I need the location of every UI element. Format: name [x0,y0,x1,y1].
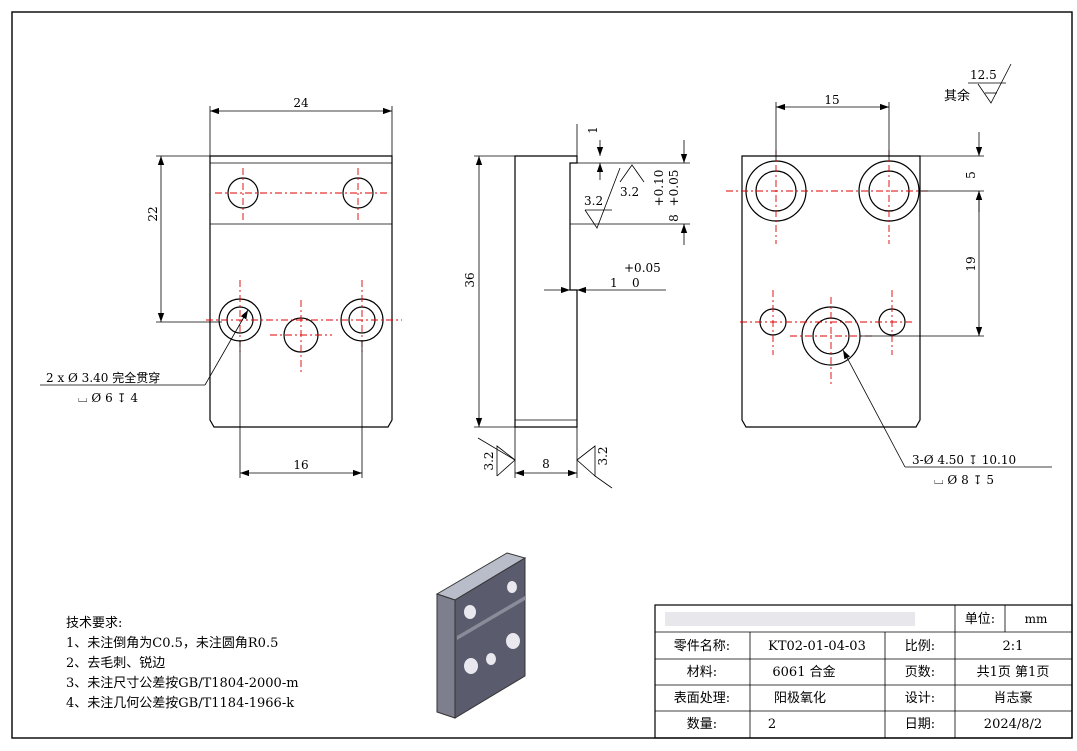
notes-item-3: 3、未注尺寸公差按GB/T1804-2000-m [66,676,299,691]
front-view-outline [209,155,393,428]
side-dim-height: 36 [463,272,477,287]
rough-label-rest: 其余 [944,88,970,104]
right-hole-callout-1: 3-Ø 4.50 ↧ 10.10 [912,453,1016,467]
side-step-zero: 0 [632,276,640,290]
unit-value: mm [1025,612,1048,626]
side-step-dim: 1 [610,276,618,290]
design-label: 设计: [905,691,935,706]
side-tol-upper: +0.10 [652,170,666,207]
side-dim-width: 8 [542,457,550,471]
iso-side-face [436,593,456,719]
side-tol-lower: +0.05 [667,170,681,207]
side-rough-1: 3.2 [584,194,603,208]
technical-notes: 技术要求: 1、未注倒角为C0.5，未注圆角R0.5 2、去毛刺、锐边 3、未注… [66,616,299,711]
design-value: 肖志豪 [993,690,1032,706]
notes-item-2: 2、去毛刺、锐边 [66,656,165,671]
side-dim-top: 1 [586,126,600,134]
side-step-tol: +0.05 [624,261,661,275]
front-dim-bottom: 16 [293,458,308,472]
front-view: 24 22 16 2 x Ø 3.40 完全贯穿 ⌴ Ø 6 ↧ 4 [40,96,402,478]
scale-label: 比例: [905,639,935,654]
right-hole-callout-2: ⌴ Ø 8 ↧ 5 [934,473,994,487]
surface-label: 表面处理: [674,691,730,706]
pages-label: 页数: [905,665,935,680]
qty-label: 数量: [687,717,717,732]
date-value: 2024/8/2 [984,717,1042,732]
part-name-value: KT02-01-04-03 [768,639,866,654]
side-rough-4: 3.2 [596,446,610,465]
notes-title: 技术要求: [66,616,122,631]
sheet-border [11,11,1073,739]
qty-value: 2 [768,717,776,732]
material-label: 材料: [687,665,717,680]
title-block-blurred-header [665,612,915,626]
date-label: 日期: [905,717,935,732]
pages-value: 共1页 第1页 [977,665,1050,680]
unit-label: 单位: [965,612,995,627]
right-dim-width: 15 [824,93,839,107]
front-dim-width: 24 [293,96,309,110]
right-view: 15 5 19 3-Ø 4.50 ↧ 10.10 ⌴ Ø 8 ↧ 5 其余 12… [726,63,1052,487]
front-hole-callout-2: ⌴ Ø 6 ↧ 4 [78,391,138,405]
right-dim-height: 19 [964,256,978,271]
scale-value: 2:1 [1003,639,1024,654]
notes-item-1: 1、未注倒角为C0.5，未注圆角R0.5 [66,636,278,651]
right-view-outline [741,155,921,428]
front-dim-height: 22 [146,206,160,221]
right-dim-top: 5 [964,171,978,179]
side-rough-2: 3.2 [620,185,639,199]
side-dim-slot: 8 [667,214,681,222]
rough-value-rest: 12.5 [970,68,997,82]
surface-value: 阳极氧化 [774,691,826,706]
side-view-outline [514,155,578,428]
notes-item-4: 4、未注几何公差按GB/T1184-1966-k [66,695,294,711]
front-hole-callout-1: 2 x Ø 3.40 完全贯穿 [46,370,160,385]
part-name-label: 零件名称: [674,638,730,654]
side-view: 36 1 +0.10 +0.05 8 3.2 3.2 +0.05 1 0 8 [463,124,690,489]
material-value: 6061 合金 [772,664,835,680]
title-block: 单位: mm 零件名称: KT02-01-04-03 比例: 2:1 材料: 6… [654,604,1073,739]
isometric-view [435,552,527,719]
side-rough-3: 3.2 [482,451,496,470]
